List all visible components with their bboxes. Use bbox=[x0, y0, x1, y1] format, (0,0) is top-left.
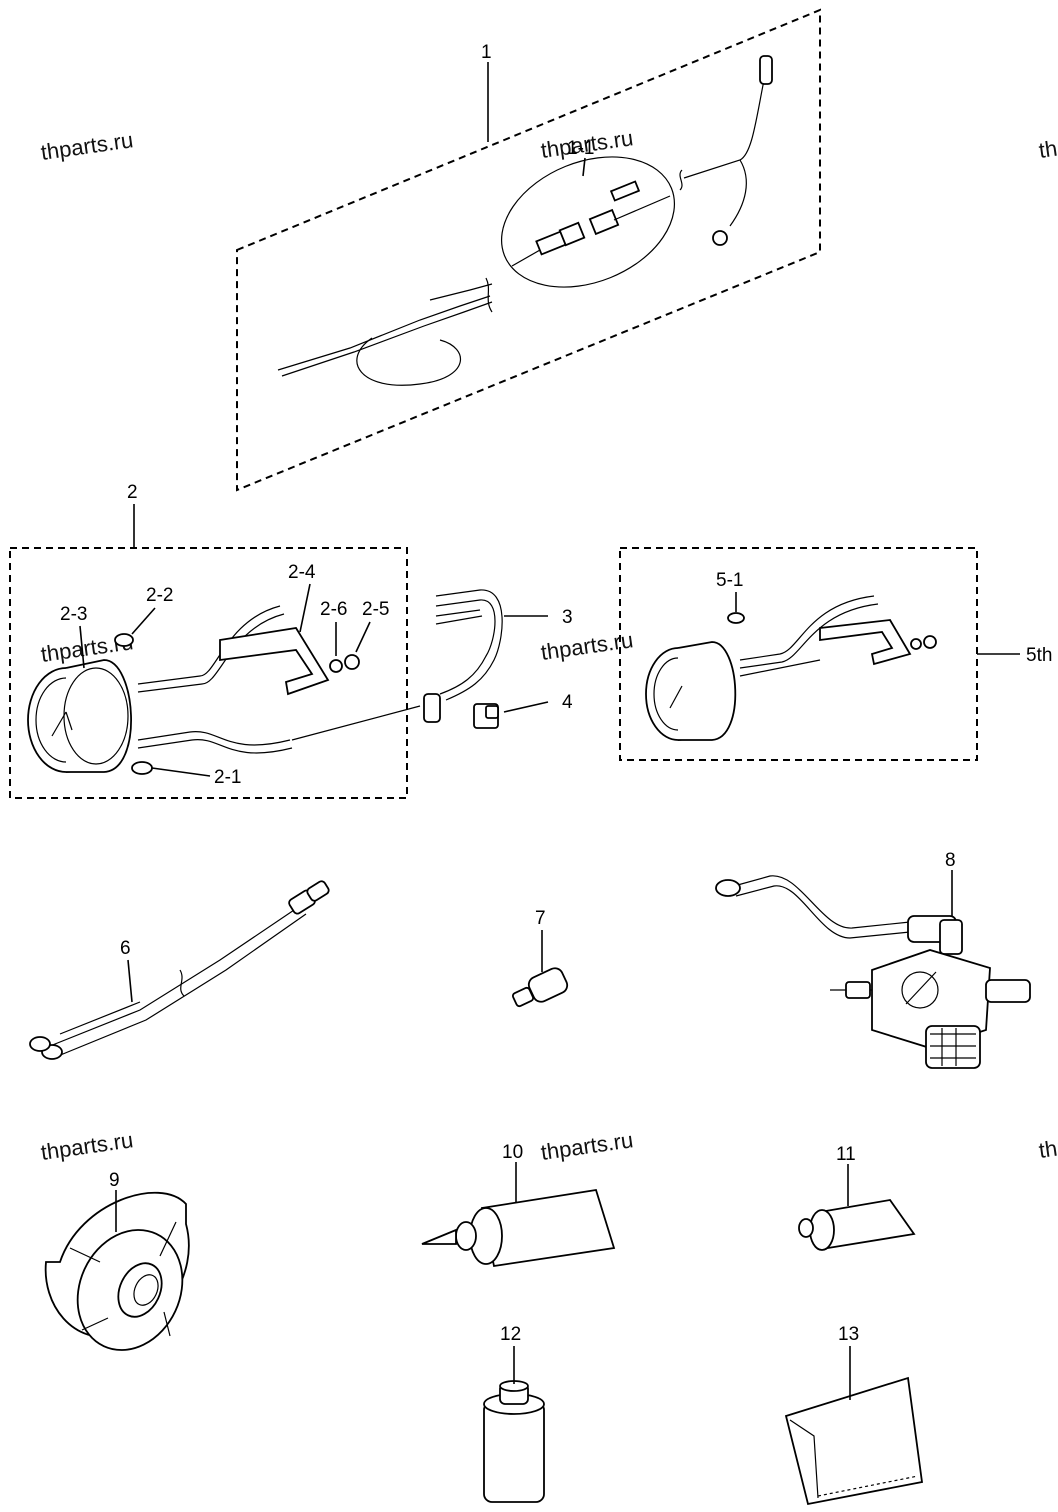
label-part-6: 6 bbox=[120, 938, 131, 959]
part-4-clip: 4 bbox=[473, 692, 573, 729]
label-part-10: 10 bbox=[502, 1142, 523, 1163]
label-part-2-1: 2-1 bbox=[214, 767, 241, 788]
label-part-1-1: 1-1 bbox=[567, 138, 594, 159]
part-12-can: 12 bbox=[483, 1324, 545, 1503]
label-part-12: 12 bbox=[500, 1324, 521, 1345]
watermark-5: thparts.ru bbox=[39, 1127, 135, 1165]
label-part-2-3: 2-3 bbox=[60, 604, 87, 625]
label-part-3: 3 bbox=[562, 607, 573, 628]
label-part-8: 8 bbox=[945, 850, 956, 871]
part-1-harness-kit: 1 1-1 bbox=[236, 8, 821, 492]
watermark-8: thparts.ru bbox=[1037, 1125, 1058, 1163]
label-part-5-1: 5-1 bbox=[716, 570, 743, 591]
label-part-13: 13 bbox=[838, 1324, 859, 1345]
part-6-lead-wire: 6 bbox=[29, 880, 330, 1060]
watermark-6: th bbox=[1037, 136, 1058, 163]
label-part-2: 2 bbox=[127, 482, 138, 503]
label-part-4: 4 bbox=[562, 692, 573, 713]
label-part-1: 1 bbox=[481, 42, 492, 63]
part-2-gauge-assembly: 2 2-1 2-2 2-3 2-4 2-6 2-5 bbox=[9, 482, 421, 799]
label-part-9: 9 bbox=[109, 1170, 120, 1191]
part-9-flywheel: 9 bbox=[44, 1170, 190, 1351]
part-10-tube: 10 bbox=[421, 1142, 616, 1268]
label-part-2-5: 2-5 bbox=[362, 599, 389, 620]
label-part-2-4: 2-4 bbox=[288, 562, 316, 583]
part-8-assembly: 8 bbox=[715, 850, 1031, 1069]
watermark-7: thparts.ru bbox=[539, 1127, 635, 1165]
label-part-7: 7 bbox=[535, 908, 546, 929]
label-part-2-2: 2-2 bbox=[146, 585, 173, 606]
part-13-bag: 13 bbox=[784, 1324, 924, 1506]
part-5-gauge: 5th 5-1 bbox=[619, 547, 1052, 761]
part-11-tube: 11 bbox=[798, 1144, 916, 1251]
label-part-2-6: 2-6 bbox=[320, 599, 347, 620]
label-part-5: 5th bbox=[1026, 645, 1052, 666]
label-part-11: 11 bbox=[836, 1144, 856, 1165]
part-3-wire-lead: 3 bbox=[423, 589, 573, 723]
part-7-plug: 7 bbox=[511, 908, 569, 1008]
watermarks: thparts.ru thparts.ru thparts.ru thparts… bbox=[39, 125, 1058, 1165]
watermark-1: thparts.ru bbox=[39, 127, 135, 165]
